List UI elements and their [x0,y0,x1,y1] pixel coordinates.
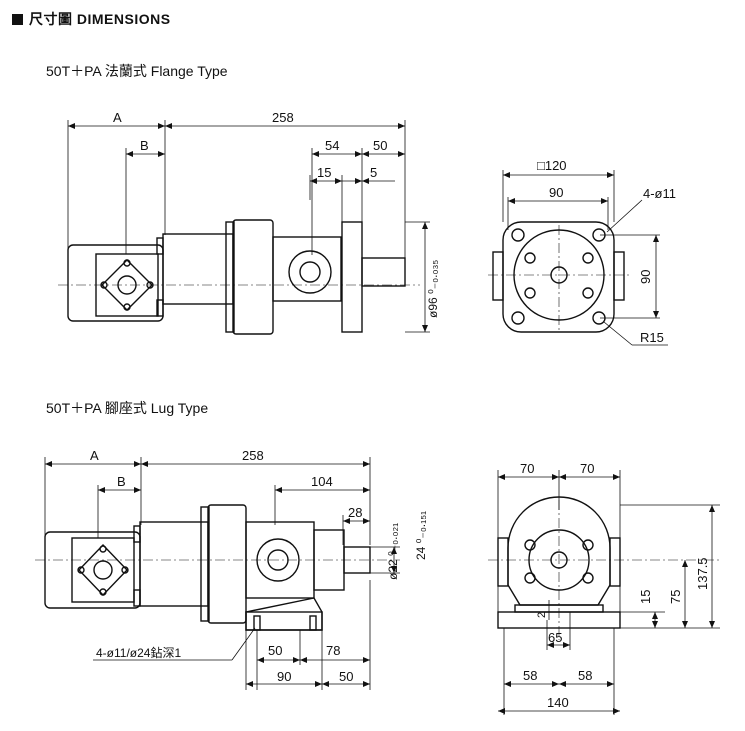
title-text: 尺寸圖 DIMENSIONS [29,11,171,27]
page-title: 尺寸圖 DIMENSIONS [12,9,171,29]
dim-b-label: B [140,138,149,153]
dim-58a-label: 58 [523,668,537,683]
square-bullet-icon [12,14,23,25]
holes-label: 4-ø11/ø24鉆深1 [96,646,181,660]
dim-28-label: 28 [348,505,362,520]
dim-70a-label: 70 [520,461,534,476]
dim-75-label: 75 [668,590,683,604]
dim-50b-label: 50 [339,669,353,684]
dim-15-label: 15 [317,165,331,180]
dim-90-side-label: 90 [638,270,653,284]
lug-type-heading: 50T＋PA 腳座式 Lug Type [46,400,209,416]
dim-258-label: 258 [272,110,294,125]
holes-label: 4-ø11 [643,186,676,201]
lug-side-view: A 258 B 104 28 ø22 ⁰₋₀.₀₂₁ 24 ⁰₋₀.₁₅₁ [35,448,428,690]
flange-side-view: A 258 B 54 50 15 5 ø96 ⁰₋₀.₀₃₅ [58,110,440,335]
dim-a-label: A [90,448,99,463]
dim-140-label: 140 [547,695,569,710]
dim-70b-label: 70 [580,461,594,476]
dim-90-top-label: 90 [549,185,563,200]
radius-label: R15 [640,330,664,345]
dim-104-label: 104 [311,474,333,489]
dim-b-label: B [117,474,126,489]
dim-90-label: 90 [277,669,291,684]
lug-front-view: 70 70 137.5 75 15 65 2 58 58 [488,461,720,715]
dim-258-label: 258 [242,448,264,463]
dim-5-label: 5 [370,165,377,180]
dim-24-label: 24 ⁰₋₀.₁₅₁ [414,511,428,560]
flange-front-view: □120 90 4-ø11 90 R15 [488,158,676,346]
dim-sq120-label: □120 [537,158,567,173]
flange-type-heading: 50T＋PA 法蘭式 Flange Type [46,63,228,79]
dim-58b-label: 58 [578,668,592,683]
dim-50a-label: 50 [268,643,282,658]
dim-78-label: 78 [326,643,340,658]
dim-96-label: ø96 ⁰₋₀.₀₃₅ [426,260,440,318]
dim-137-label: 137.5 [695,557,710,590]
dim-22-label: ø22 ⁰₋₀.₀₂₁ [386,523,400,580]
dim-54-label: 54 [325,138,339,153]
dim-15-label: 15 [638,590,653,604]
dim-2-label: 2 [536,612,548,618]
dim-a-label: A [113,110,122,125]
dim-65-label: 65 [548,630,562,645]
dim-50-label: 50 [373,138,387,153]
